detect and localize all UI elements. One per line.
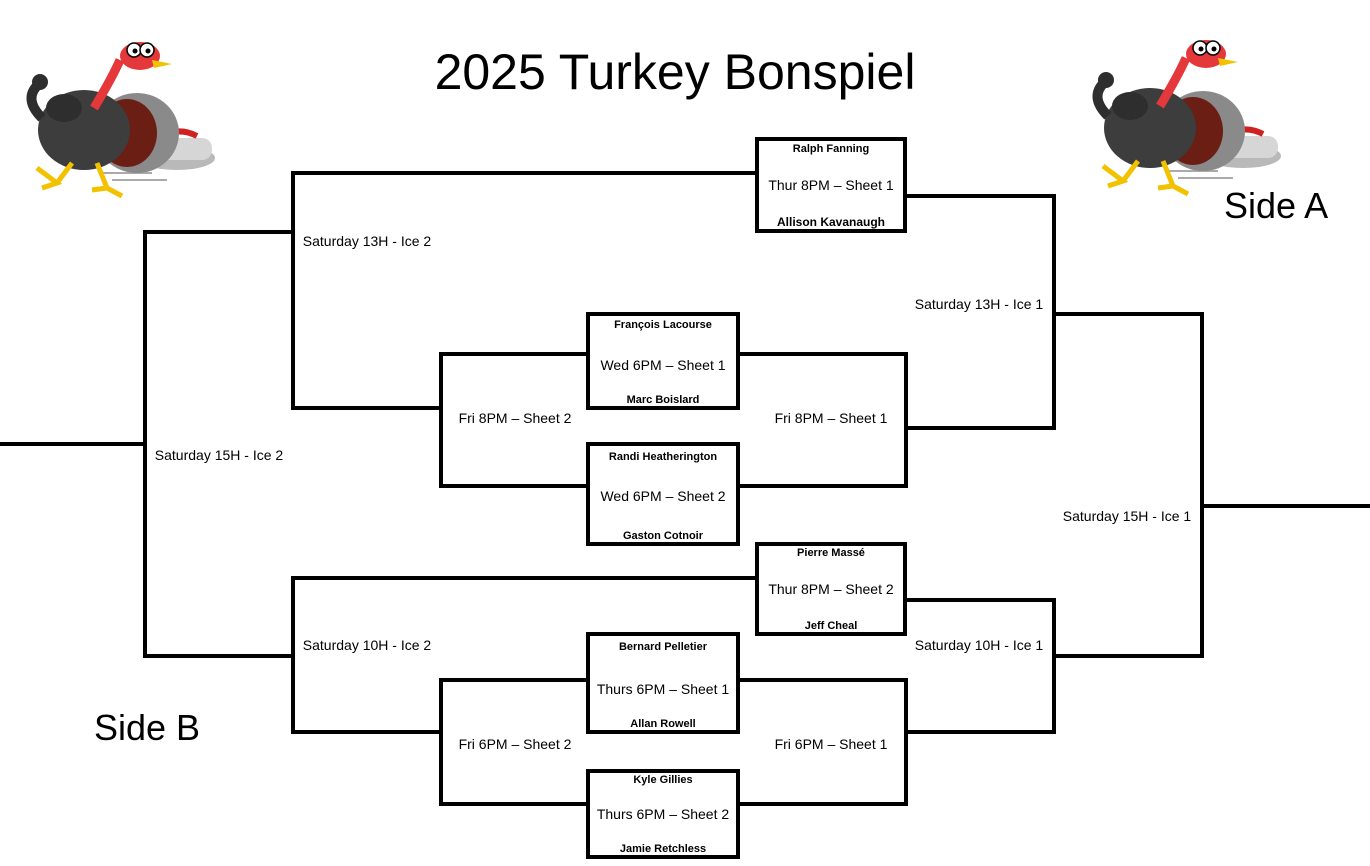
team-name: Allison Kavanaugh bbox=[777, 215, 885, 229]
bracket-line bbox=[439, 352, 590, 488]
bracket-line bbox=[291, 171, 759, 410]
round-label: Fri 6PM – Sheet 2 bbox=[459, 736, 572, 752]
round-label: Saturday 15H - Ice 1 bbox=[1063, 508, 1192, 524]
bracket-line bbox=[143, 230, 295, 658]
team-name: Randi Heatherington bbox=[609, 451, 717, 463]
team-name: Jamie Retchless bbox=[620, 843, 706, 855]
game-time: Wed 6PM – Sheet 2 bbox=[600, 488, 725, 504]
team-name: Gaston Cotnoir bbox=[623, 530, 704, 542]
bracket-line bbox=[737, 678, 908, 806]
team-name: Pierre Massé bbox=[797, 547, 865, 559]
round-label: Fri 8PM – Sheet 2 bbox=[459, 410, 572, 426]
team-name: Kyle Gillies bbox=[633, 774, 692, 786]
game-box bbox=[586, 769, 740, 859]
game-box bbox=[586, 312, 740, 410]
bracket-line bbox=[904, 194, 1056, 430]
round-label: Saturday 15H - Ice 2 bbox=[155, 447, 284, 463]
round-label: Fri 6PM – Sheet 1 bbox=[775, 736, 888, 752]
round-label: Saturday 13H - Ice 1 bbox=[915, 296, 1044, 312]
side-b-label: Side B bbox=[94, 707, 201, 748]
side-a-label: Side A bbox=[1224, 185, 1329, 226]
game-time: Thurs 6PM – Sheet 1 bbox=[597, 681, 730, 697]
bracket-line bbox=[1052, 312, 1204, 658]
team-name: Marc Boislard bbox=[627, 394, 700, 406]
game-time: Thur 8PM – Sheet 2 bbox=[768, 581, 894, 597]
bracket-line bbox=[439, 678, 590, 806]
game-box bbox=[586, 442, 740, 546]
turkey-curling-stone-icon bbox=[31, 42, 215, 196]
page-title: 2025 Turkey Bonspiel bbox=[434, 44, 916, 100]
team-name: Allan Rowell bbox=[630, 718, 695, 730]
game-time: Thurs 6PM – Sheet 2 bbox=[597, 806, 730, 822]
round-label: Saturday 10H - Ice 2 bbox=[303, 637, 432, 653]
game-box bbox=[586, 632, 740, 734]
turkey-curling-stone-icon bbox=[1097, 40, 1281, 194]
round-label: Fri 8PM – Sheet 1 bbox=[775, 410, 888, 426]
game-time: Wed 6PM – Sheet 1 bbox=[600, 357, 725, 373]
team-name: Ralph Fanning bbox=[793, 143, 869, 155]
game-box bbox=[755, 137, 907, 233]
game-box bbox=[755, 542, 907, 636]
bracket-line bbox=[737, 352, 908, 488]
team-name: François Lacourse bbox=[614, 319, 712, 331]
team-name: Bernard Pelletier bbox=[619, 641, 708, 653]
round-label: Saturday 10H - Ice 1 bbox=[915, 637, 1044, 653]
bracket-line bbox=[904, 598, 1056, 734]
team-name: Jeff Cheal bbox=[805, 620, 858, 632]
round-label: Saturday 13H - Ice 2 bbox=[303, 233, 432, 249]
game-time: Thur 8PM – Sheet 1 bbox=[768, 177, 894, 193]
